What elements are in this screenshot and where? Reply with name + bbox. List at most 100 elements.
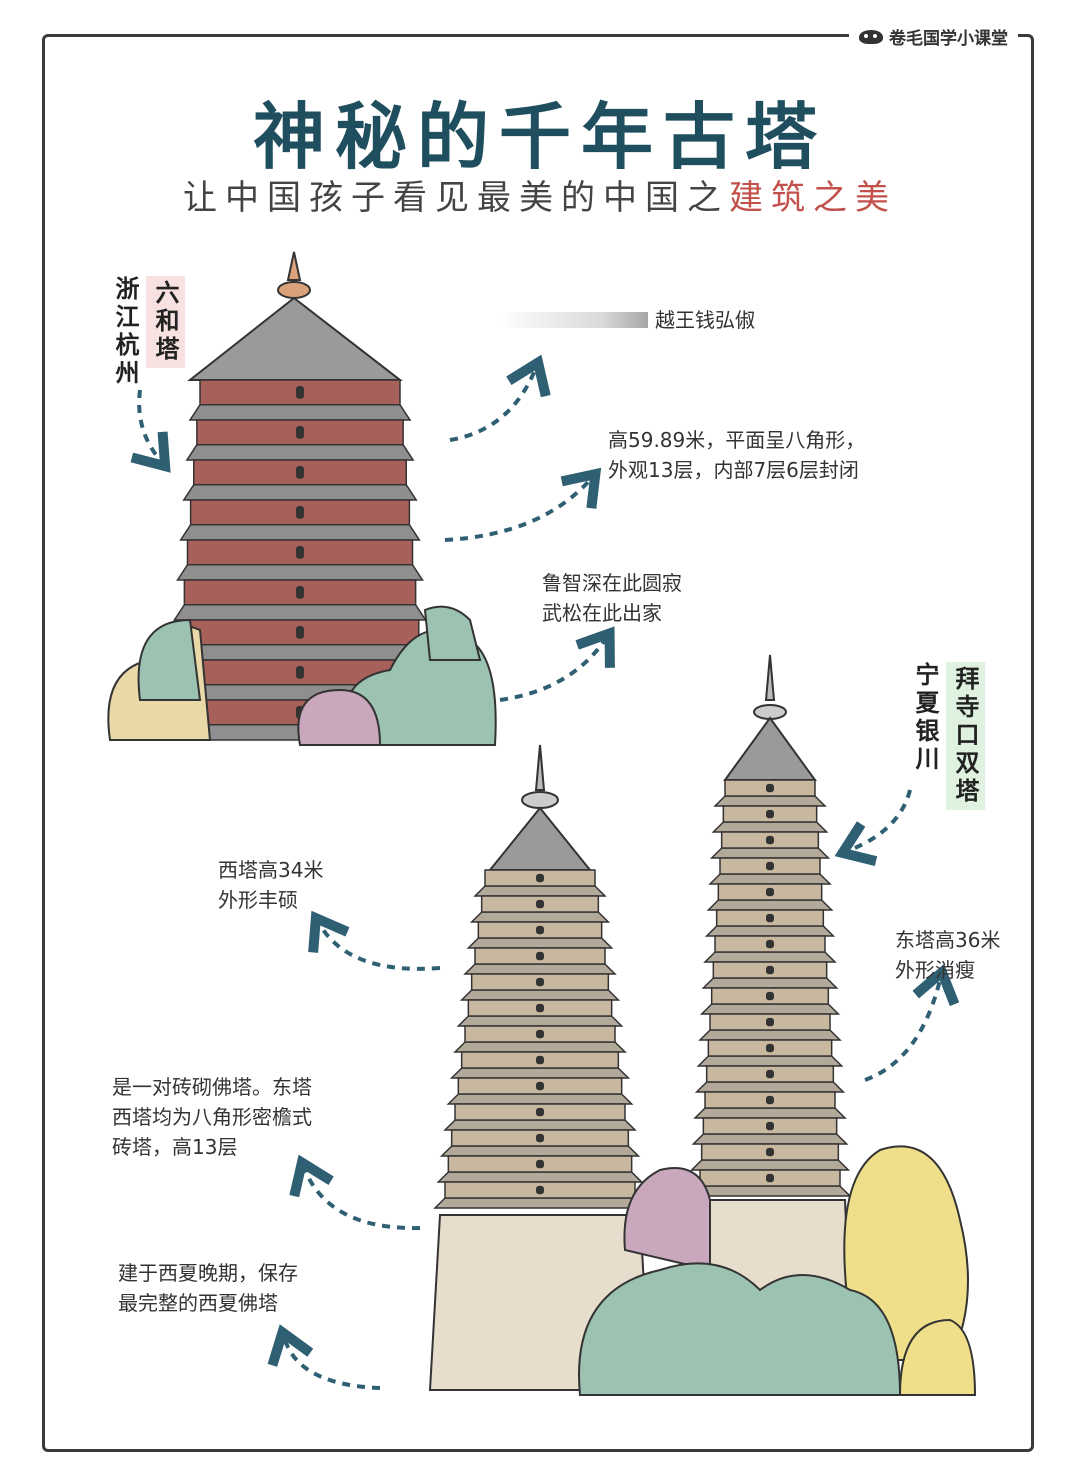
pagoda-tier-roof [693,1107,847,1119]
pagoda-window [536,873,544,883]
pagoda-tier-roof [699,1003,841,1015]
annotation-arrows [139,370,940,1390]
pagoda-tier-roof [708,873,832,885]
pagoda-window [766,835,774,845]
pagoda-window [536,951,544,961]
pagoda-tier-roof [433,1197,647,1209]
pagoda-tier-body [196,419,404,446]
pagoda-window [766,887,774,897]
pagoda-window [536,1029,544,1039]
pagoda-window [296,426,304,439]
pagoda-tier-roof [443,1119,637,1131]
pagoda-tier-roof [188,404,412,421]
pagoda-tier-roof [711,821,829,833]
east-note: 东塔高36米 外形消瘦 [895,928,1001,982]
pagoda-tier-roof [176,564,424,581]
pagoda-window [766,783,774,793]
pagoda-window [536,1107,544,1117]
arrow-liuhe-founder [449,370,535,442]
arrow-west-height [320,925,441,971]
brand: 卷毛国学小课堂 [849,22,1018,51]
page-title: 神秘的千年古塔 [252,95,827,179]
liuhe-note-height: 高59.89米，平面呈八角形， 外观13层，内部7层6层封闭 [608,428,866,482]
brand-logo-icon [859,29,883,44]
pagoda-tier-roof [463,963,617,975]
liuhe-note-founder: 越王钱弘俶 [655,308,755,332]
pagoda-tier-roof [182,484,418,501]
pagoda-window [766,939,774,949]
blurred-text-bar [498,312,648,328]
arrow-liuhe-location [139,389,160,460]
pagoda-window [766,1017,774,1027]
pagoda-tier-roof [694,1081,846,1093]
pagoda-window [296,546,304,559]
pagoda-tier-roof [703,951,837,963]
pagoda-window [536,1081,544,1091]
pagoda-window [296,506,304,519]
pagoda-window [296,666,304,679]
pagoda-window [766,1069,774,1079]
pagoda-window [766,809,774,819]
liuhe-name-label: 六和塔 [146,276,185,368]
twin-location-label: 宁夏银川 [911,662,939,774]
pagoda-window [766,1095,774,1105]
pagoda-tier-roof [456,1015,624,1027]
pagoda-tier-roof [691,1133,849,1145]
pagoda-tier-roof [704,925,836,937]
west-pagoda-drawing [428,744,652,1391]
pagoda-tier-roof [688,1185,852,1197]
pagoda-tier-roof [689,1159,851,1171]
pagoda-window [536,925,544,935]
arrow-liuhe-height [444,480,590,542]
twin-name-label: 拜寺口双塔 [946,662,985,810]
pagoda-window [766,965,774,975]
pagoda-window [536,1133,544,1143]
pagoda-tier-roof [436,1171,644,1183]
pagoda-window [536,899,544,909]
arrow-liuhe-story [499,640,605,702]
pagoda-tier-roof [453,1041,627,1053]
pagoda-window [296,386,304,399]
pagoda-window [536,1055,544,1065]
pagoda-window [296,626,304,639]
pagoda-tier-roof [696,1055,844,1067]
pagoda-window [536,977,544,987]
pagoda-window [536,1185,544,1195]
east-pagoda-drawing [688,654,852,1321]
pagoda-tier-roof [698,1029,842,1041]
west-note: 西塔高34米 外形丰硕 [218,858,324,912]
twin-structure-note: 是一对砖砌佛塔。东塔 西塔均为八角形密檐式 砖塔，高13层 [112,1075,312,1159]
pagoda-window [766,913,774,923]
pagoda-tier-roof [473,885,607,897]
pagoda-tier-roof [446,1093,634,1105]
pagoda-tier-roof [713,795,827,807]
pagoda-tier-roof [701,977,839,989]
pagoda-window [296,466,304,479]
pagoda-tier-roof [439,1145,641,1157]
pagoda-window [296,586,304,599]
pagoda-window [766,861,774,871]
pagoda-tier-roof [466,937,614,949]
pagoda-tier-roof [706,899,834,911]
pagoda-window [536,1159,544,1169]
brand-name: 卷毛国学小课堂 [889,29,1008,49]
pagoda-tier-roof [459,989,621,1001]
liuhe-bushes [107,605,497,746]
subtitle-main: 让中国孩子看见最美的中国之 [183,178,729,218]
pagoda-window [766,991,774,1001]
twin-pagoda-bushes [578,1145,977,1396]
liuhe-location-label: 浙江杭州 [111,276,139,388]
arrow-twin-history [285,1340,381,1390]
arrow-twin-location [850,789,912,850]
arrow-twin-structure [305,1170,421,1231]
twin-history-note: 建于西夏晚期，保存 最完整的西夏佛塔 [118,1261,298,1315]
liuhe-note-story: 鲁智深在此圆寂 武松在此出家 [542,571,682,625]
pagoda-tier-roof [172,604,428,621]
pagoda-window [766,1173,774,1183]
pagoda-window [536,1003,544,1013]
pagoda-tier-roof [179,524,421,541]
pagoda-window [766,1121,774,1131]
pagoda-tier-roof [449,1067,631,1079]
pagoda-tier-roof [185,444,415,461]
